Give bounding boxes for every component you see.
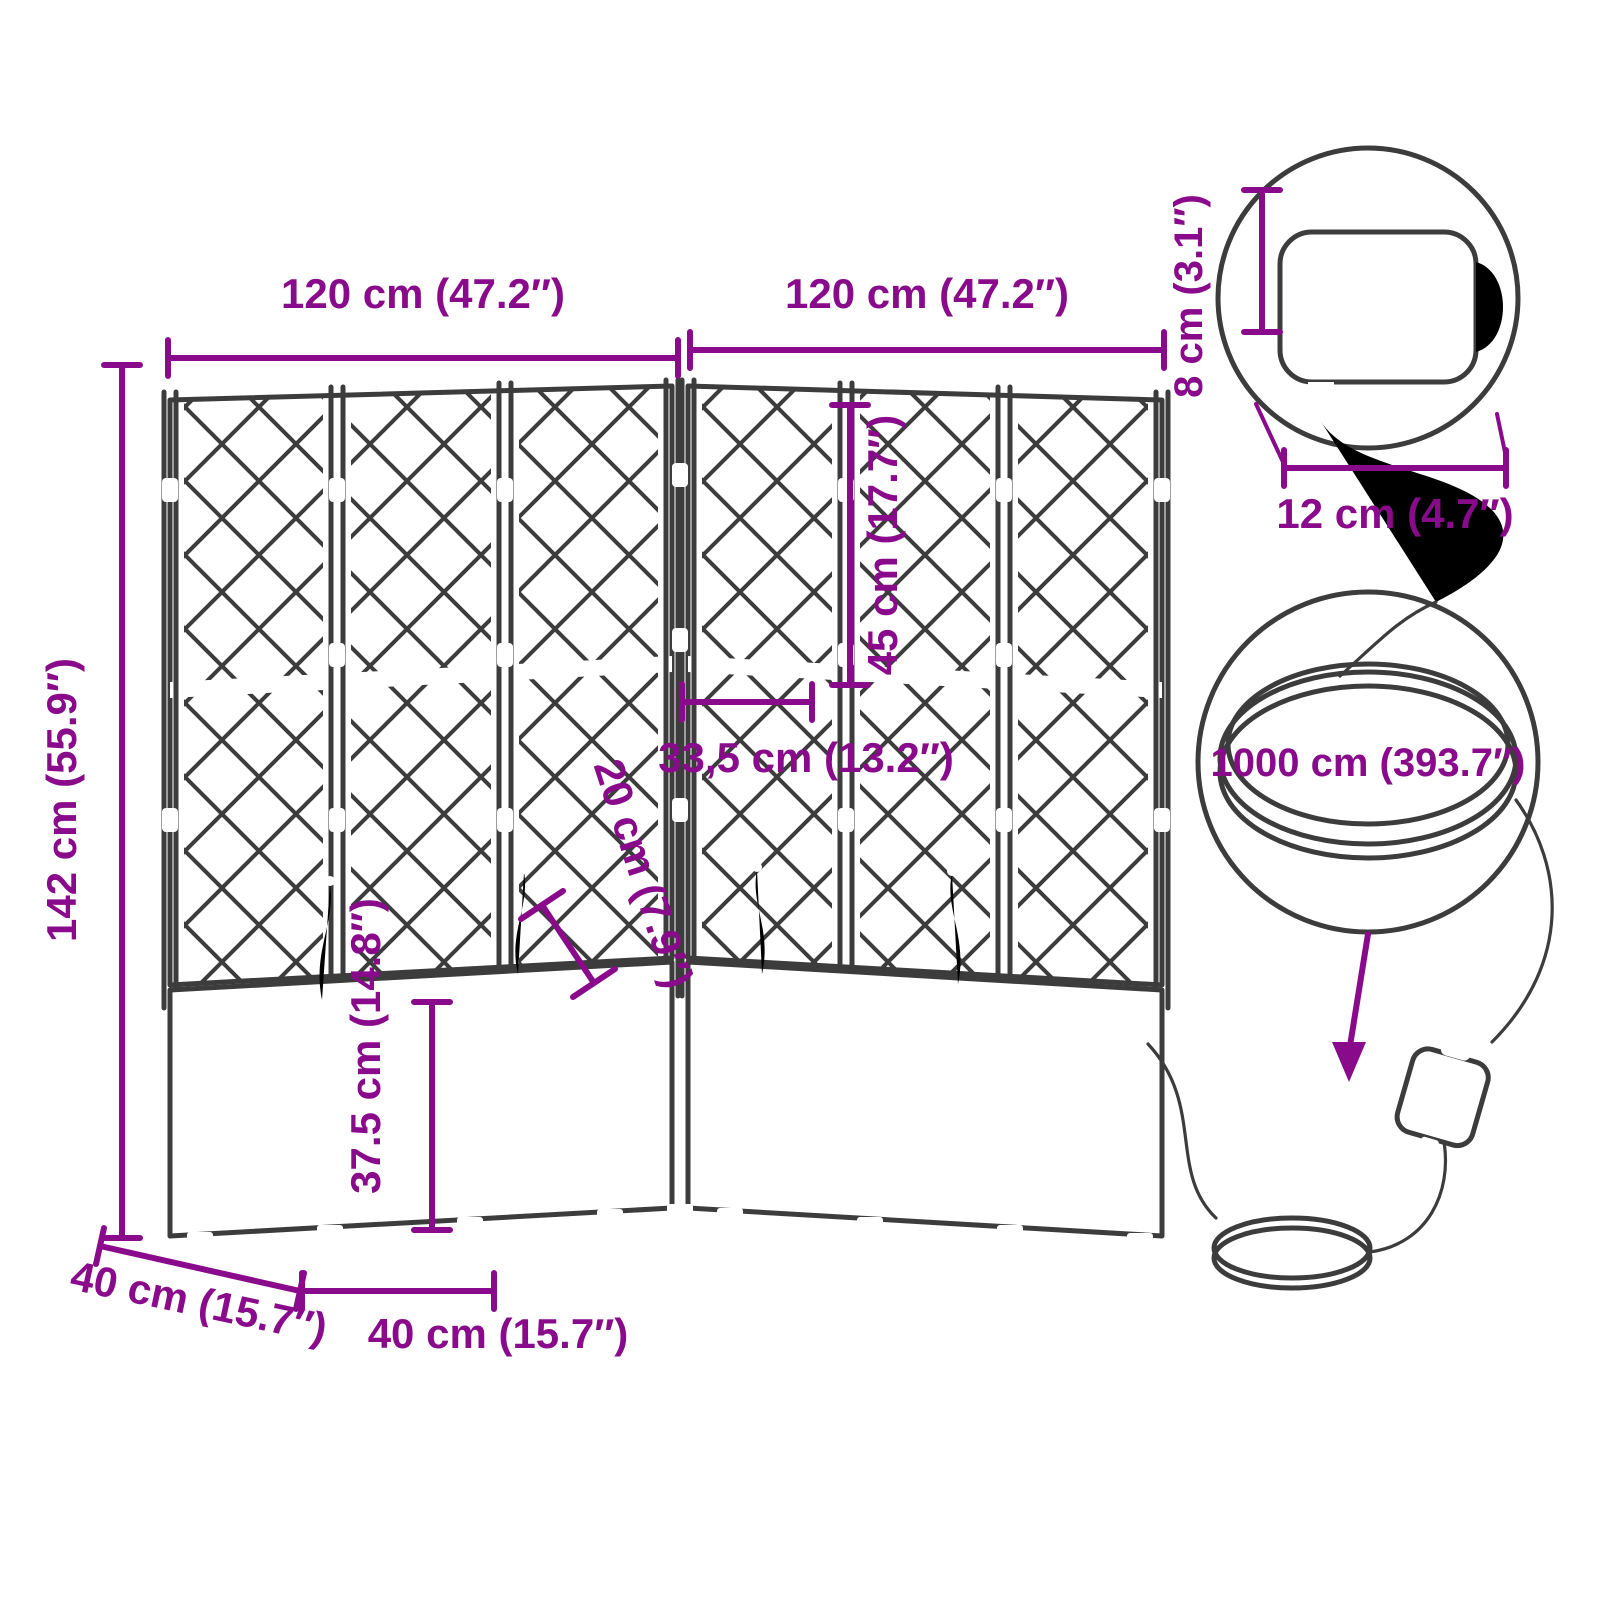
dim-depth-front-label: 40 cm (15.7″) [368, 1310, 629, 1357]
dim-timer-width: 12 cm (4.7″) [1254, 402, 1514, 537]
dim-width-left: 120 cm (47.2″) [165, 270, 681, 379]
trellis-right-wall [685, 383, 1165, 988]
dim-timer-width-label: 12 cm (4.7″) [1276, 490, 1513, 537]
water-timer-device [1277, 166, 1506, 602]
dim-panel-spacing: 33,5 cm (13.2″) [658, 681, 954, 781]
dim-height-total: 142 cm (55.9″) [38, 362, 143, 1241]
dim-box-height-label: 37.5 cm (14.8″) [342, 898, 389, 1194]
dim-width-right-label: 120 cm (47.2″) [785, 270, 1069, 317]
drip-emitters [319, 862, 961, 1000]
water-timer-detail-circle [1215, 145, 1521, 602]
dim-hose-length: 1000 cm (393.7″) [1211, 741, 1526, 785]
hose-pointer-arrow [1332, 931, 1371, 1082]
post-clips [162, 463, 1170, 832]
dim-height-total-label: 142 cm (55.9″) [38, 658, 85, 942]
trellis-left-wall [167, 383, 675, 988]
dim-width-left-label: 120 cm (47.2″) [281, 270, 565, 317]
dim-trellis-height-label: 45 cm (17.7″) [859, 415, 906, 676]
dim-box-height: 37.5 cm (14.8″) [342, 898, 453, 1233]
dim-timer-height-label: 8 cm (3.1″) [1167, 194, 1211, 398]
dim-panel-spacing-label: 33,5 cm (13.2″) [658, 734, 954, 781]
dim-timer-height: 8 cm (3.1″) [1167, 187, 1283, 398]
planter-boxes [167, 959, 1165, 1249]
dim-width-right: 120 cm (47.2″) [687, 270, 1167, 371]
dim-depth-front: 40 cm (15.7″) [299, 1270, 629, 1357]
water-timer-small [1394, 1037, 1491, 1154]
irrigation-hose [1146, 798, 1554, 1291]
dim-hose-length-label: 1000 cm (393.7″) [1211, 741, 1526, 785]
dim-trellis-height: 45 cm (17.7″) [829, 402, 906, 688]
